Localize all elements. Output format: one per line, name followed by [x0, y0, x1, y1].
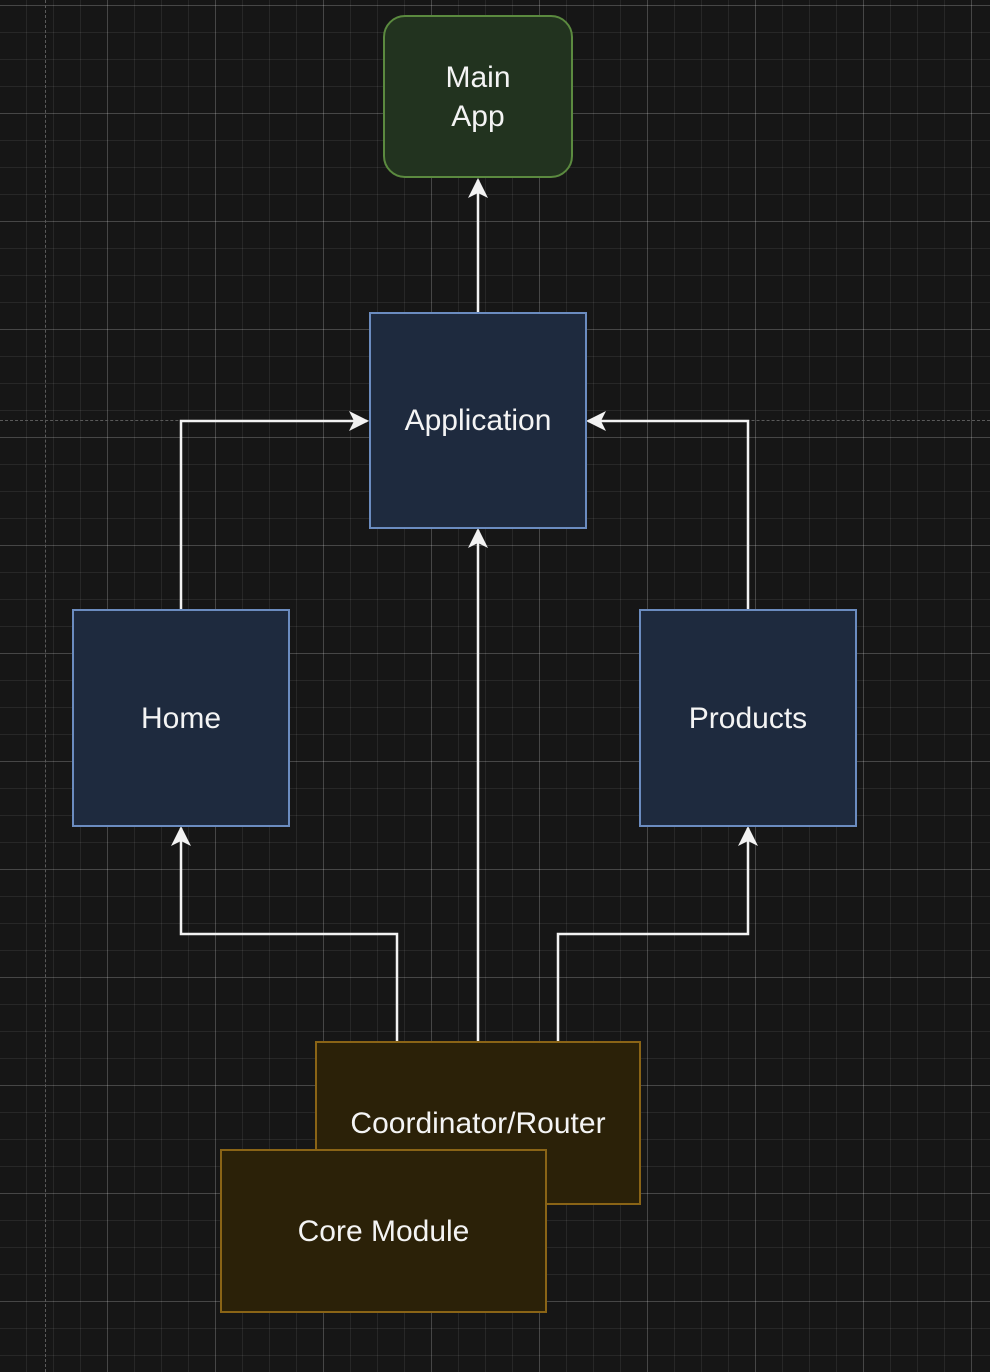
- edge-coordinator-to-home: [171, 826, 399, 1041]
- core-module-label: Core Module: [297, 1214, 470, 1248]
- vertical-guide-line: [45, 0, 46, 1372]
- home-label: Home: [140, 701, 222, 735]
- application-label: Application: [404, 404, 552, 437]
- main-app-label-line2: App: [451, 99, 505, 133]
- edge-coordinator-to-products: [556, 826, 758, 1041]
- products-label: Products: [688, 701, 808, 735]
- edge-products-to-application: [586, 411, 750, 609]
- coordinator-router-label: Coordinator/Router: [350, 1106, 606, 1140]
- edge-home-to-application: [179, 411, 369, 609]
- main-app-label-line1: Main: [445, 60, 511, 94]
- main-app-node[interactable]: Main App: [383, 15, 573, 178]
- products-node[interactable]: Products: [639, 609, 857, 827]
- core-module-node[interactable]: Core Module: [220, 1149, 547, 1313]
- application-node[interactable]: Application: [369, 312, 587, 529]
- home-node[interactable]: Home: [72, 609, 290, 827]
